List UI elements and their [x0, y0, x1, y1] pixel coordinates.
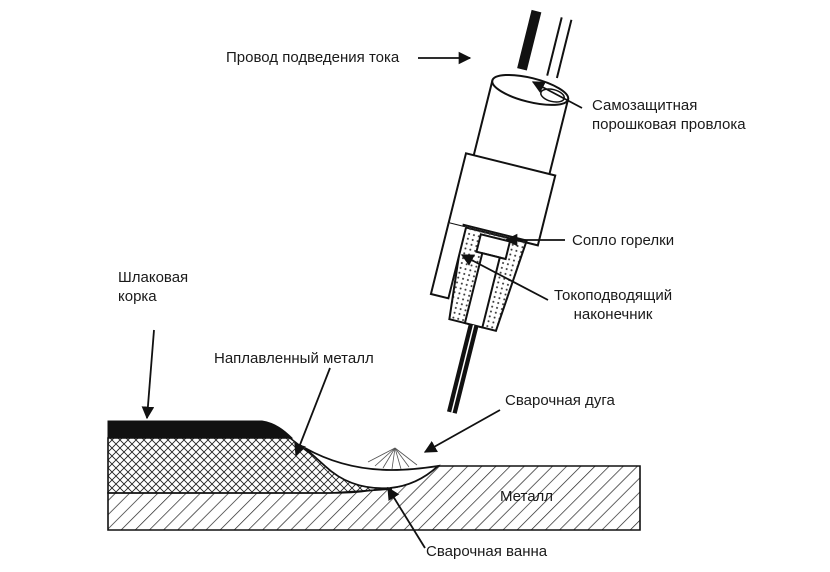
- arrow-slag: [141, 329, 155, 420]
- label-flux-wire-line1: Самозащитная: [592, 97, 698, 114]
- label-base-metal: Металл: [500, 488, 554, 505]
- label-flux-wire: Самозащитная порошковая провлока: [592, 96, 746, 134]
- weld-pool-shape: [304, 447, 441, 490]
- label-contact-tip-line2: наконечник: [573, 306, 653, 323]
- arrow-arc: [423, 409, 501, 453]
- label-weld-pool: Сварочная ванна: [426, 543, 548, 560]
- arrow-weld-pool: [387, 486, 426, 549]
- label-slag-line1: Шлаковая: [118, 269, 189, 286]
- label-nozzle: Сопло горелки: [572, 232, 675, 249]
- arrow-contact-tip: [460, 254, 549, 301]
- slag-crust: [107, 420, 294, 439]
- label-slag-line2: корка: [118, 288, 157, 305]
- arrow-flux-wire: [531, 81, 583, 109]
- label-weld-metal: Наплавленный металл: [214, 350, 374, 367]
- arrow-weld-metal: [294, 367, 331, 457]
- label-contact-tip: Токоподводящий наконечник: [554, 286, 672, 324]
- label-contact-tip-line1: Токоподводящий: [554, 287, 673, 304]
- label-power-wire: Провод подведения тока: [226, 49, 400, 66]
- label-flux-wire-line2: порошковая провлока: [592, 116, 746, 133]
- welding-torch: [429, 9, 573, 414]
- arc-sparks: [367, 447, 418, 470]
- label-slag: Шлаковая корка: [118, 268, 188, 306]
- label-arc: Сварочная дуга: [505, 392, 615, 409]
